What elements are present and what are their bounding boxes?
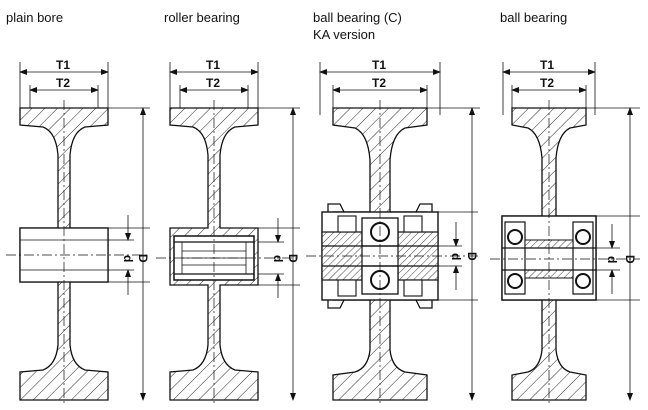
dim-t1: T1 [206, 58, 220, 72]
dim-t1: T1 [540, 58, 554, 72]
dim-d-small: d [271, 255, 285, 262]
dim-d-large: D [286, 254, 300, 263]
wheel-plain-bore: T1 T2 d D [6, 58, 150, 405]
dim-d-small: d [449, 253, 463, 260]
wheel-ball-bearing: T1 T2 d D [490, 58, 640, 405]
dim-d-large: D [136, 254, 150, 263]
dim-d-small: d [605, 256, 619, 263]
caption-plain-bore: plain bore [6, 10, 64, 25]
caption-ball-bearing-c: ball bearing (C) [313, 10, 402, 25]
dim-t2: T2 [372, 76, 386, 90]
caption-roller-bearing: roller bearing [164, 10, 240, 25]
dim-t2: T2 [206, 76, 220, 90]
caption-ka-version: KA version [313, 27, 376, 42]
dim-d-small: d [121, 255, 135, 262]
dim-d-large: D [465, 252, 479, 261]
dim-t1: T1 [372, 58, 386, 72]
wheel-roller-bearing: T1 T2 d D [156, 58, 300, 405]
wheel-ball-bearing-ka: T1 T2 d D [306, 58, 480, 405]
dim-d-large: D [623, 255, 637, 264]
dim-t2: T2 [540, 76, 554, 90]
caption-ball-bearing: ball bearing [500, 10, 568, 25]
dim-t1: T1 [56, 58, 70, 72]
dim-t2: T2 [56, 76, 70, 90]
